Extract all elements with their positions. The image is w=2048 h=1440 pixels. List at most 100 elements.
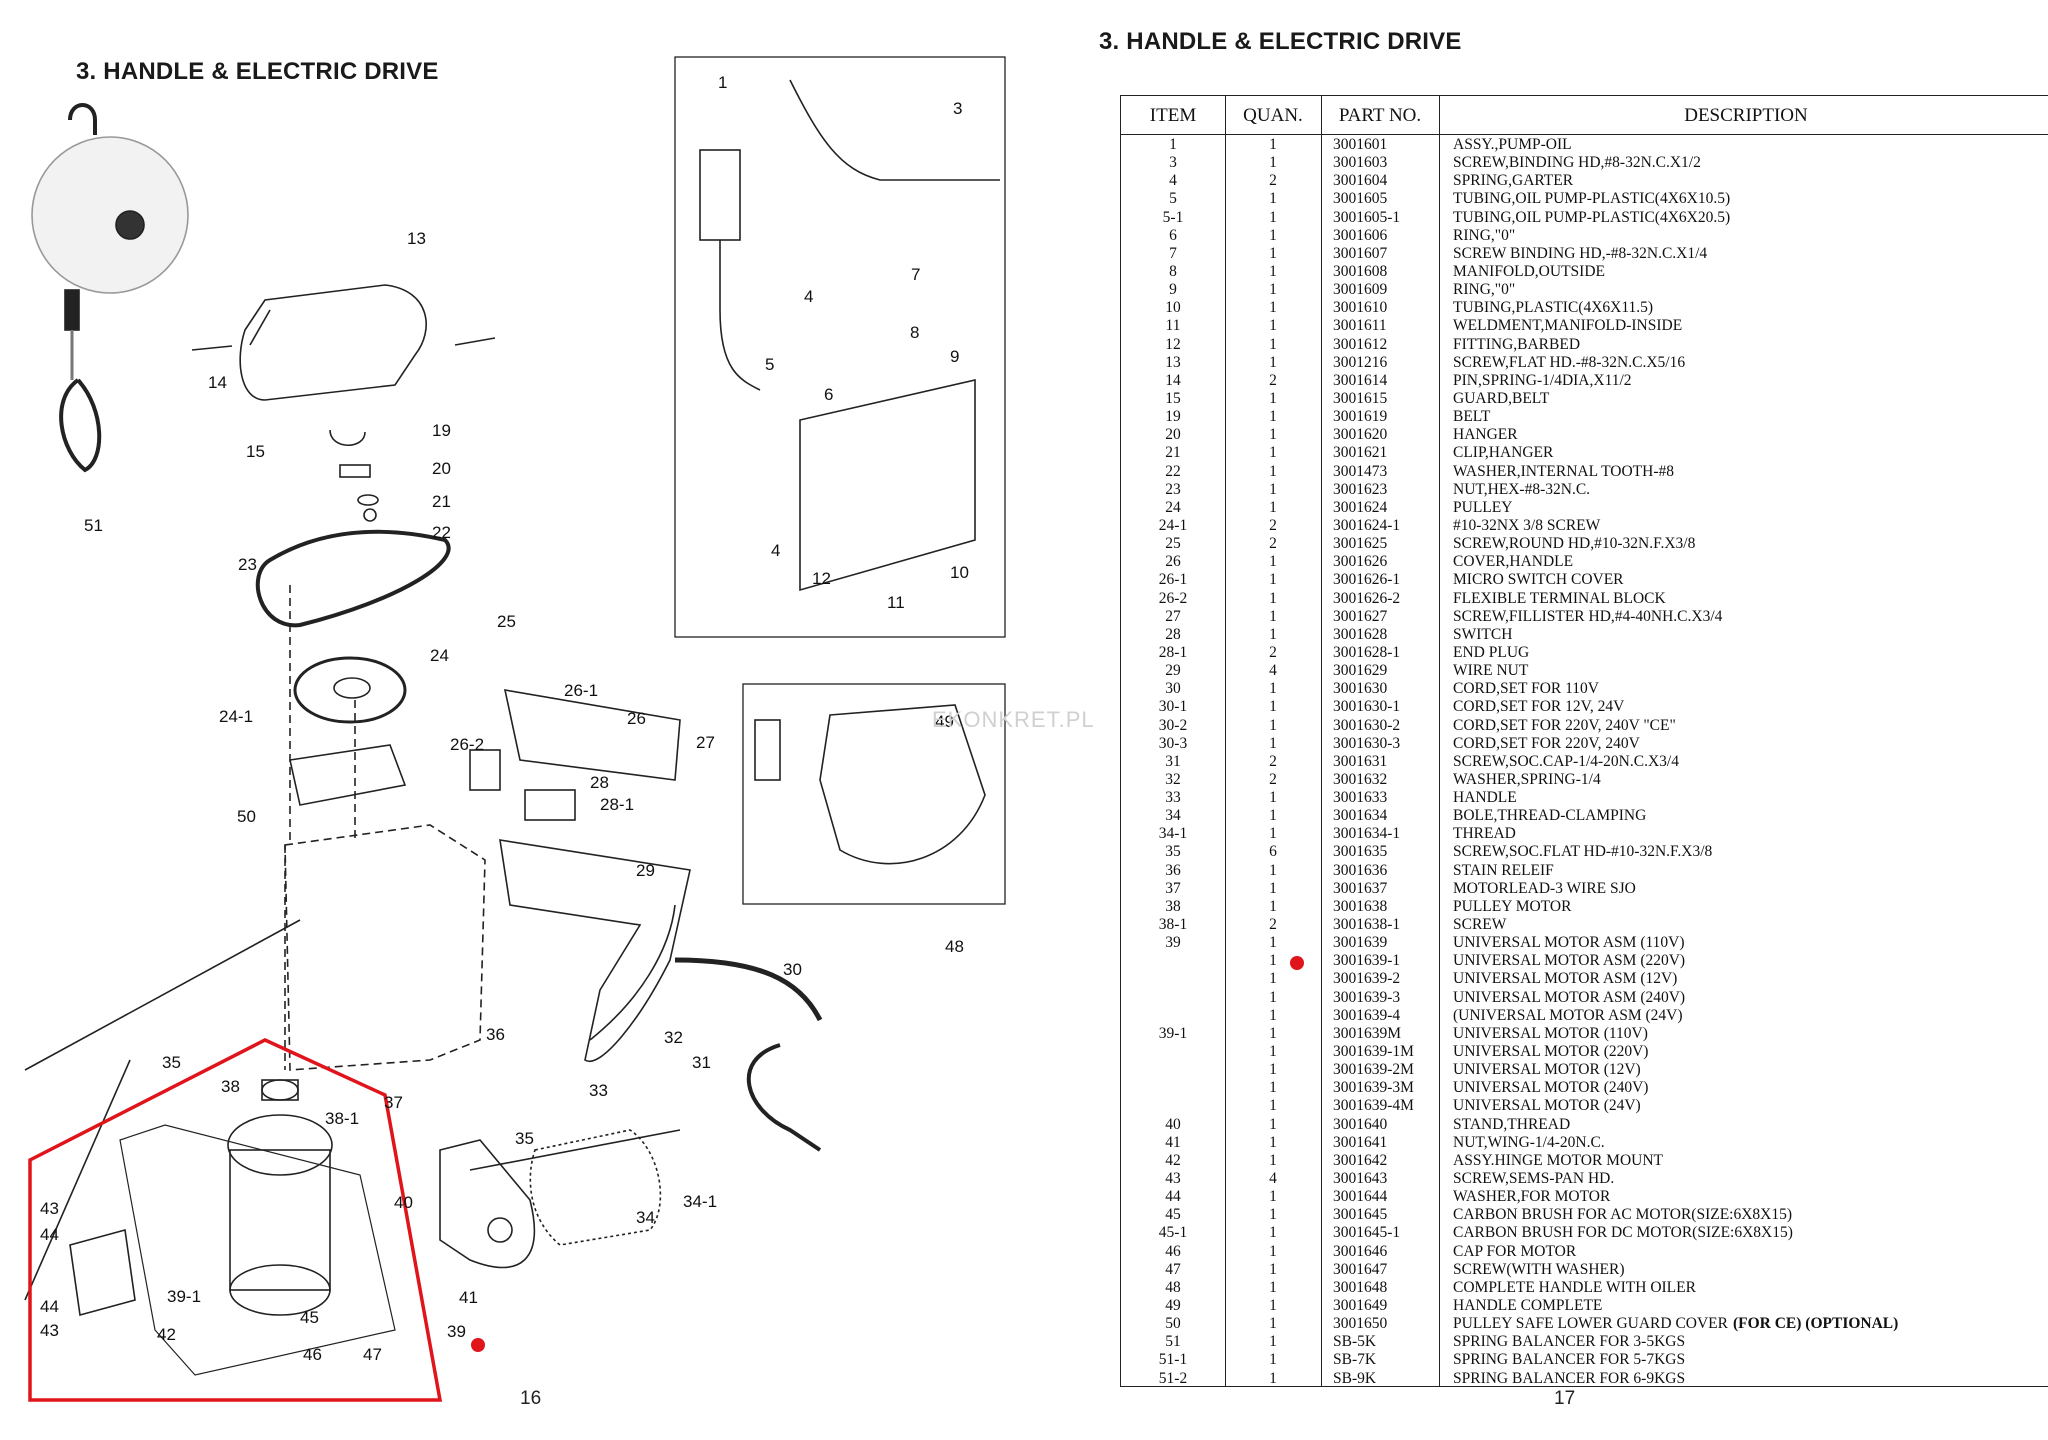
table-cell: COVER,HANDLE — [1453, 553, 1574, 571]
table-cell: STAIN RELEIF — [1453, 861, 1554, 879]
table-cell: NUT,WING-1/4-20N.C. — [1453, 1133, 1605, 1151]
table-cell: 1 — [1269, 970, 1277, 988]
table-cell: 3001645 — [1333, 1206, 1388, 1224]
table-cell: SCREW,FILLISTER HD,#4-40NH.C.X3/4 — [1453, 607, 1723, 625]
table-cell: CAP FOR MOTOR — [1453, 1242, 1577, 1260]
table-cell: TUBING,OIL PUMP-PLASTIC(4X6X20.5) — [1453, 208, 1731, 226]
column-header: QUAN. — [1243, 105, 1303, 126]
table-cell: 4 — [1269, 1170, 1277, 1188]
table-cell: COMPLETE HANDLE WITH OILER — [1453, 1278, 1696, 1296]
callout-label: 42 — [157, 1325, 176, 1344]
callout-label: 23 — [238, 555, 257, 574]
table-cell: 29 — [1165, 662, 1181, 680]
table-cell: BOLE,THREAD-CLAMPING — [1453, 807, 1647, 825]
callout-label: 49 — [935, 712, 954, 731]
table-cell: 2 — [1269, 752, 1277, 770]
table-cell: 15 — [1165, 389, 1181, 407]
table-cell: 3001642 — [1333, 1151, 1388, 1169]
table-cell: CORD,SET FOR 12V, 24V — [1453, 698, 1625, 716]
table-cell: 51-1 — [1158, 1351, 1188, 1369]
table-cell: SCREW,ROUND HD,#10-32N.F.X3/8 — [1453, 535, 1696, 553]
table-cell: 3001639-3 — [1333, 988, 1401, 1006]
table-cell: 1 — [1269, 861, 1277, 879]
table-cell: 3001630 — [1333, 680, 1388, 698]
parts-list-heading: 3. HANDLE & ELECTRIC DRIVE — [1099, 28, 1462, 55]
table-cell: WASHER,FOR MOTOR — [1453, 1188, 1611, 1206]
table-cell: 3001607 — [1333, 244, 1388, 262]
callout-label: 13 — [407, 229, 426, 248]
callout-label: 28-1 — [600, 795, 634, 814]
table-cell: 49 — [1165, 1297, 1181, 1314]
table-cell: 3001639-4 — [1333, 1006, 1401, 1024]
table-cell: 3001628 — [1333, 625, 1388, 643]
table-cell: 2 — [1269, 643, 1277, 661]
diagram-page: 3. HANDLE & ELECTRIC DRIVE — [24, 56, 1006, 1409]
table-cell: WIRE NUT — [1453, 662, 1529, 680]
table-cell: 3001643 — [1333, 1170, 1388, 1188]
callout-label: 1 — [718, 73, 727, 92]
table-cell: SPRING BALANCER FOR 6-9KGS — [1453, 1369, 1686, 1387]
table-cell: 5 — [1169, 190, 1177, 208]
table-cell: 1 — [1269, 1206, 1277, 1224]
table-cell: 1 — [1269, 1333, 1277, 1351]
table-cell: 3001621 — [1333, 444, 1388, 462]
table-cell: 3001612 — [1333, 335, 1388, 353]
table-cell: 3001638-1 — [1333, 916, 1401, 934]
table-cell: UNIVERSAL MOTOR (110V) — [1453, 1024, 1648, 1042]
table-cell: 1 — [1269, 1043, 1277, 1061]
table-cell: 31 — [1165, 752, 1181, 770]
table-cell: 50 — [1165, 1315, 1181, 1333]
callout-label: 11 — [887, 593, 905, 612]
table-cell: 3001604 — [1333, 172, 1388, 190]
table-cell: CORD,SET FOR 220V, 240V — [1453, 734, 1640, 752]
table-cell: 3001646 — [1333, 1242, 1388, 1260]
table-cell: 1 — [1269, 734, 1277, 752]
table-cell: 3001626-1 — [1333, 571, 1401, 589]
table-cell: 3001620 — [1333, 426, 1388, 444]
table-cell: 3001644 — [1333, 1188, 1388, 1206]
table-cell: WASHER,INTERNAL TOOTH-#8 — [1453, 462, 1675, 480]
table-cell: 1 — [1269, 299, 1277, 317]
table-cell: 2 — [1269, 172, 1277, 190]
callout-label: 47 — [363, 1345, 382, 1364]
table-cell: 1 — [1269, 281, 1277, 299]
table-cell: UNIVERSAL MOTOR (12V) — [1453, 1061, 1641, 1079]
table-cell: 3001640 — [1333, 1115, 1388, 1133]
table-cell: 1 — [1269, 226, 1277, 244]
table-cell: 1 — [1269, 1006, 1277, 1024]
table-cell: 1 — [1269, 789, 1277, 807]
callout-label: 50 — [237, 807, 256, 826]
table-cell: 3001605 — [1333, 190, 1388, 208]
table-cell: 1 — [1269, 589, 1277, 607]
table-cell: SB-9K — [1333, 1369, 1377, 1387]
table-cell: NUT,HEX-#8-32N.C. — [1453, 480, 1591, 498]
table-cell: 1 — [1269, 571, 1277, 589]
table-cell: 3001216 — [1333, 353, 1388, 371]
table-cell: 23 — [1165, 480, 1181, 498]
callout-label: 39 — [447, 1322, 466, 1341]
watermark: EKONKRET.PL — [932, 707, 1095, 732]
table-cell: UNIVERSAL MOTOR (24V) — [1453, 1097, 1641, 1115]
table-cell: 3001633 — [1333, 789, 1388, 807]
table-cell: 1 — [1269, 335, 1277, 353]
table-cell: 3001629 — [1333, 662, 1388, 680]
table-cell: SPRING BALANCER FOR 3-5KGS — [1453, 1333, 1686, 1351]
